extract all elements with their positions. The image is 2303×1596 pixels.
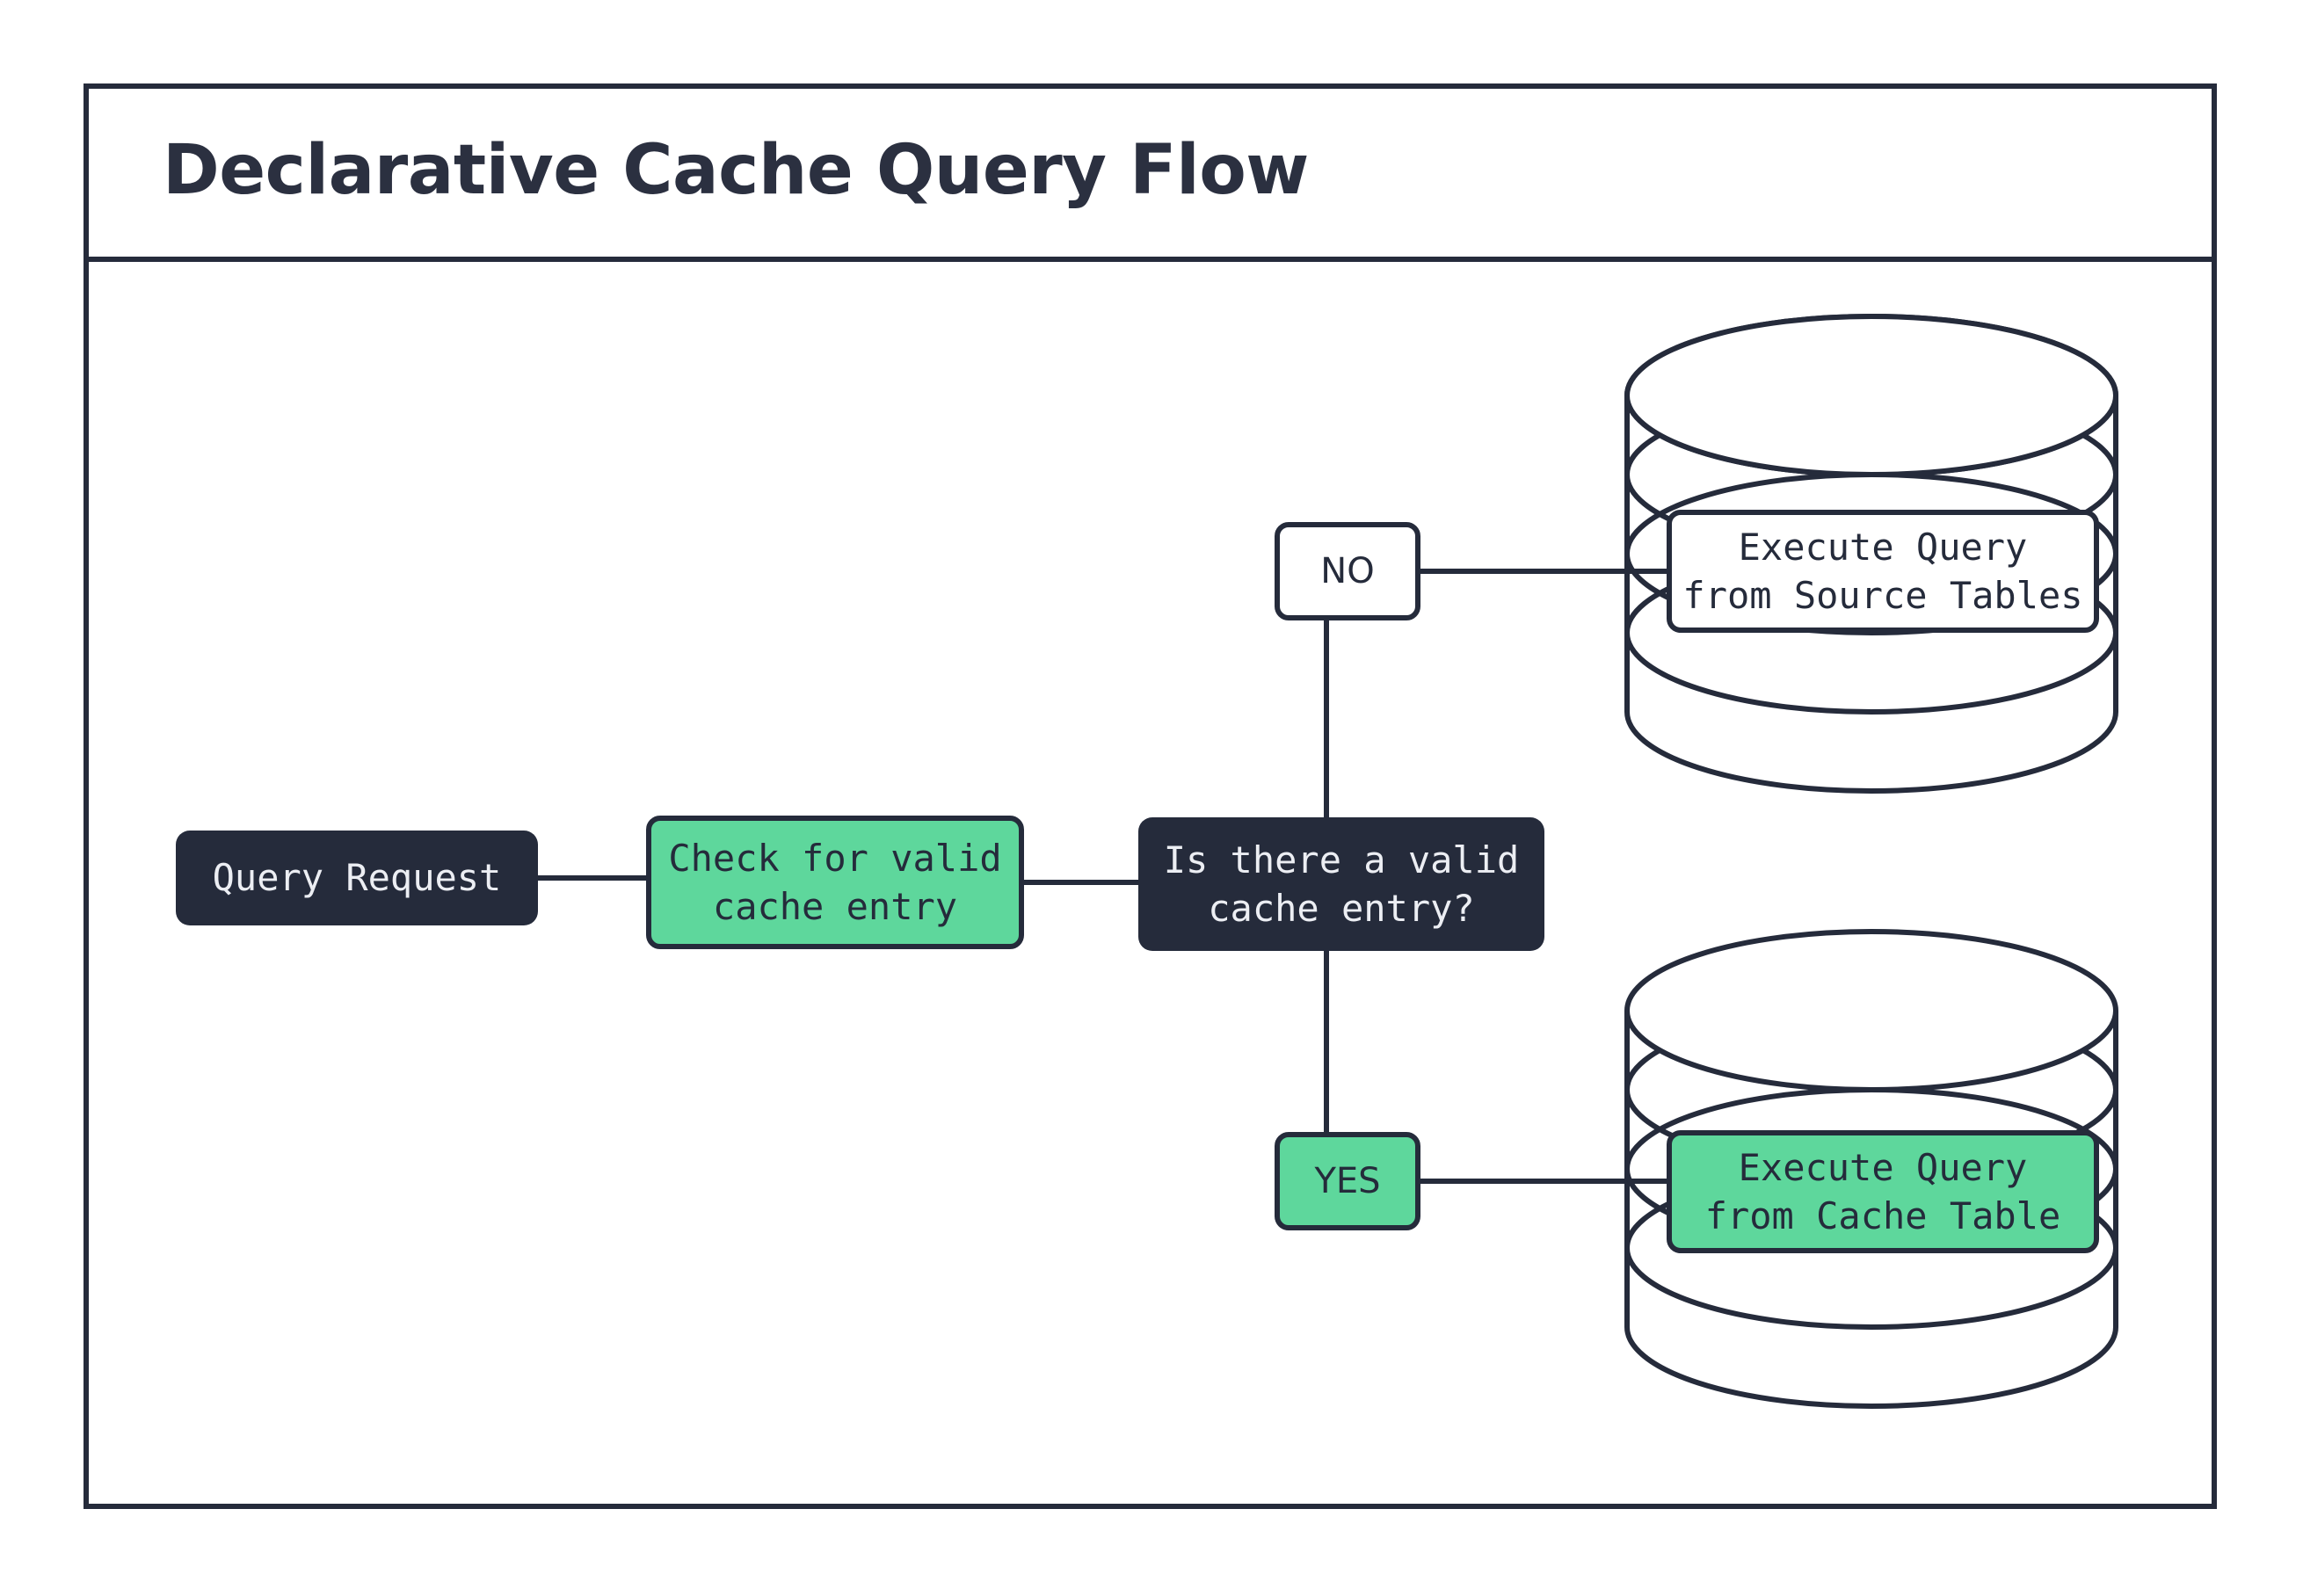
node-execute-query-from-cache-table[interactable]: Execute Query from Cache Table bbox=[1667, 1130, 2099, 1253]
edge-label-no[interactable]: NO bbox=[1275, 522, 1420, 620]
diagram-frame bbox=[84, 83, 2217, 1509]
node-check-for-valid-cache-entry[interactable]: Check for valid cache entry bbox=[646, 816, 1024, 949]
edge-label-yes[interactable]: YES bbox=[1275, 1132, 1420, 1230]
title-bar: Declarative Cache Query Flow bbox=[84, 83, 2217, 262]
node-decision-valid-cache-entry[interactable]: Is there a valid cache entry? bbox=[1138, 817, 1544, 951]
page-title: Declarative Cache Query Flow bbox=[163, 130, 1309, 210]
node-execute-query-from-source-tables[interactable]: Execute Query from Source Tables bbox=[1667, 510, 2099, 633]
node-query-request[interactable]: Query Request bbox=[176, 831, 538, 925]
